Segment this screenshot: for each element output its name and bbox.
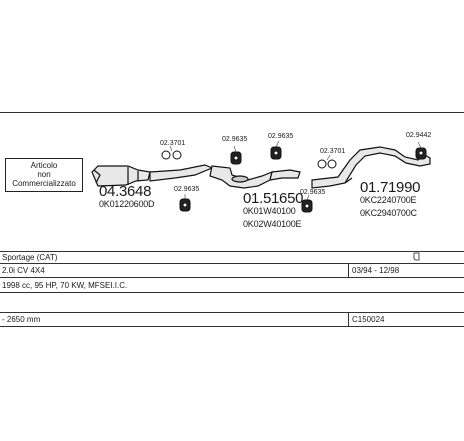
part-ref-2a: 0K01W40100 <box>243 206 296 216</box>
scroll-icon[interactable] <box>412 252 422 264</box>
leader-lines <box>169 140 422 201</box>
catalog-divider <box>348 312 349 326</box>
table-bottom-rule <box>0 326 464 327</box>
hanger-part-3 <box>270 146 282 160</box>
row-rule-4 <box>0 312 464 313</box>
rear-pipe-part <box>311 146 431 189</box>
catalog-code: C150024 <box>352 315 385 324</box>
small-code-6: 02.3701 <box>320 148 346 155</box>
small-code-1: 02.3701 <box>160 140 186 147</box>
part-code-2: 01.51650 <box>243 190 304 207</box>
article-box-line2: non <box>37 170 51 179</box>
hanger-part-2 <box>230 151 242 165</box>
top-rule <box>0 112 464 113</box>
row-rule-2 <box>0 277 464 278</box>
row-rule-1 <box>0 263 464 264</box>
hanger-part-5 <box>415 147 427 160</box>
part-ref-1: 0K01220600D <box>99 199 155 209</box>
not-commercialized-box: Articolo non Commercializzato <box>5 158 83 192</box>
wheelbase: - 2650 mm <box>2 315 41 324</box>
part-code-3: 01.71990 <box>360 179 421 196</box>
row-rule-3 <box>0 292 464 293</box>
article-box-line1: Articolo <box>30 161 58 170</box>
model-name: Sportage (CAT) <box>2 253 58 262</box>
front-catalyst-part <box>91 165 151 187</box>
engine-detail: 1998 cc, 95 HP, 70 KW, MFSEI.I.C. <box>2 281 128 290</box>
part-ref-2b: 0K02W40100E <box>243 219 302 229</box>
hanger-part-1 <box>179 198 191 212</box>
part-ref-3b: 0KC2940700C <box>360 208 417 218</box>
hanger-part-4 <box>301 199 313 213</box>
middle-silencer-part <box>149 164 301 189</box>
small-code-4: 02.9635 <box>174 186 200 193</box>
small-code-7: 02.9442 <box>406 132 432 139</box>
gasket-part-2 <box>317 159 337 169</box>
small-code-3: 02.9635 <box>268 133 294 140</box>
small-code-5: 02.9635 <box>300 189 326 196</box>
engine-spec: 2.0i CV 4X4 <box>2 266 45 275</box>
gasket-part-1 <box>161 150 182 160</box>
dates-divider <box>348 263 349 277</box>
exhaust-diagram <box>91 140 431 213</box>
part-code-1: 04.3648 <box>99 183 152 200</box>
small-code-2: 02.9635 <box>222 136 248 143</box>
article-box-line3: Commercializzato <box>12 179 76 188</box>
production-dates: 03/94 - 12/98 <box>352 266 400 275</box>
part-ref-3a: 0KC2240700E <box>360 195 417 205</box>
table-top-rule <box>0 251 464 252</box>
